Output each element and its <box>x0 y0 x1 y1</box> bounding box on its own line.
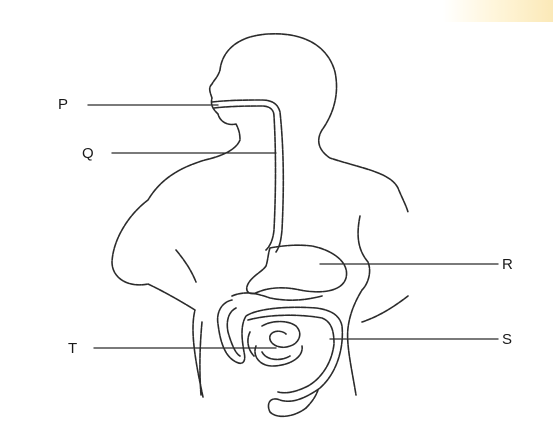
body-outline <box>112 34 408 397</box>
large-intestine <box>218 300 343 416</box>
label-p: P <box>58 97 68 112</box>
small-intestine <box>248 322 302 367</box>
stomach <box>247 245 347 293</box>
liver-curve <box>232 293 322 300</box>
label-t: T <box>68 341 77 356</box>
label-q: Q <box>82 146 94 161</box>
right-arm-outline <box>362 296 408 322</box>
right-side-outline <box>348 216 370 395</box>
esophagus <box>212 100 283 252</box>
label-r: R <box>502 257 513 272</box>
label-s: S <box>502 332 512 347</box>
esophagus-inner <box>214 106 276 250</box>
